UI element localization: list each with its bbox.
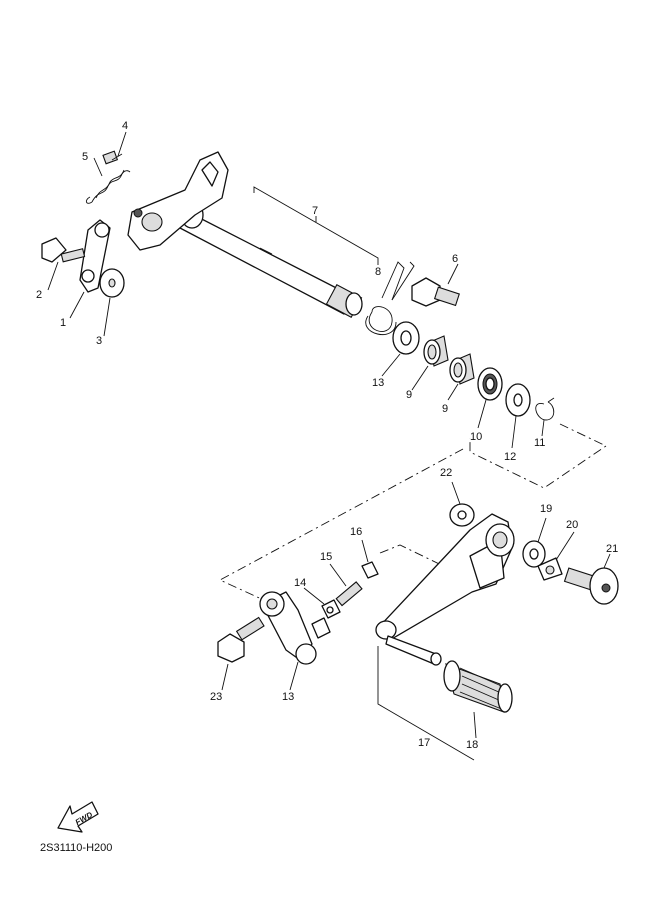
lever-bolt	[41, 237, 86, 263]
washer-12	[505, 383, 531, 417]
oil-seal	[477, 367, 503, 401]
washer-3	[99, 268, 125, 298]
callout-12: 12	[504, 451, 516, 463]
circlip	[535, 397, 555, 421]
callout-16: 15	[320, 551, 332, 563]
fwd-arrow-icon: FWD	[57, 801, 99, 833]
callout-3: 3	[96, 335, 102, 347]
shift-pedal-arm	[375, 513, 515, 666]
callout-10: 10	[470, 431, 482, 443]
shift-shaft	[179, 201, 363, 319]
small-bolt	[102, 150, 123, 165]
callout-9a: 9	[406, 389, 412, 401]
shift-arm-plate	[127, 151, 229, 251]
callout-2: 2	[36, 289, 42, 301]
callout-24: 23	[210, 691, 222, 703]
rod-nut	[321, 599, 341, 619]
callout-18: 17	[418, 737, 430, 749]
callout-7: 7	[312, 205, 318, 217]
spring-clip	[365, 261, 415, 336]
callout-22: 21	[606, 543, 618, 555]
callout-20: 19	[540, 503, 552, 515]
washer-23	[449, 503, 475, 527]
callout-17: 16	[350, 526, 362, 538]
link-joint	[259, 591, 331, 665]
callout-8: 8	[375, 266, 381, 278]
callout-6: 6	[452, 253, 458, 265]
washer-13	[392, 321, 420, 355]
callout-1: 1	[60, 317, 66, 329]
callout-21: 20	[566, 519, 578, 531]
callout-9b: 9	[442, 403, 448, 415]
callout-4: 4	[122, 120, 128, 132]
collar-20	[522, 540, 546, 568]
callout-23: 22	[440, 467, 452, 479]
pedal-rubber	[443, 660, 513, 713]
callout-14: 13	[282, 691, 294, 703]
callout-15: 14	[294, 577, 306, 589]
return-spring	[85, 169, 131, 204]
adjuster-nut	[361, 561, 379, 579]
needle-bearing-a	[423, 335, 449, 367]
callout-13: 13	[372, 377, 384, 389]
needle-bearing-b	[449, 353, 475, 385]
callout-5: 5	[82, 151, 88, 163]
lock-plate	[537, 557, 563, 581]
diagram-code: 2S31110-H200	[40, 842, 113, 854]
pedal-pivot-bolt	[563, 567, 619, 605]
pivot-bolt	[411, 277, 460, 307]
callout-19: 18	[466, 739, 478, 751]
callout-11: 11	[534, 437, 545, 449]
adjuster-rod	[335, 581, 363, 607]
stopper-lever	[79, 219, 111, 293]
joint-bolt	[217, 616, 265, 663]
